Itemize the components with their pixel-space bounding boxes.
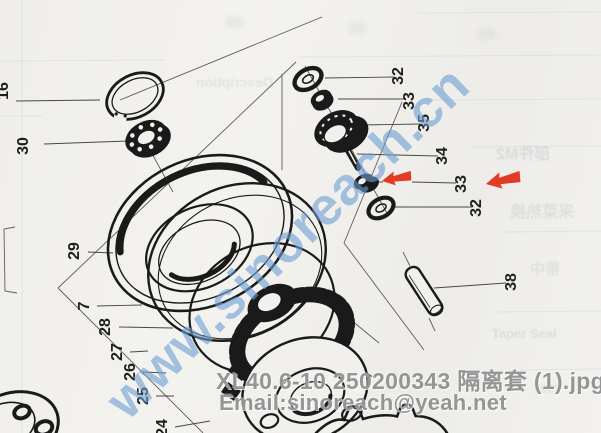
spacer-sleeve-part [353,173,379,193]
caption-email: Email:sinoreach@yeah.net [219,390,507,415]
red-arrow-icon [486,170,521,189]
washer-part [292,65,324,93]
pin-part [404,265,444,317]
caption-filename: XL40.6-10 250200343 隔离套 (1).jpg [216,368,601,394]
shaft-section-part [344,146,361,171]
collar-part [310,89,334,111]
part-label: 38 [503,273,520,291]
part-label: 32 [468,199,485,217]
red-arrow-icon [382,170,412,186]
roller-bearing-part [314,110,369,153]
frame-bracket [3,226,18,294]
bleed-through-text: 1985 [534,382,561,396]
bleed-through-text: Taper Seal [492,326,557,341]
clutch-plate-edge [314,403,449,433]
ball-bearing-part [125,119,171,158]
leader-lines [15,76,507,428]
part-label: 16 [0,82,12,100]
part-label: 30 [15,137,32,155]
seal-ring-part [147,181,327,343]
bleed-through-text: Description [196,74,274,90]
part-label: 34 [434,147,451,165]
bleed-through-smudge [478,28,496,40]
part-label: 29 [66,242,83,260]
bleed-through-smudge [225,16,243,28]
part-label: 35 [416,114,433,132]
part-label: 33 [401,92,418,110]
part-label: 25 [135,387,152,405]
bleed-through-smudge [348,22,366,34]
part-label: 32 [390,67,407,85]
flange-part [0,390,60,433]
bleed-through-text: 采菜热换 [510,204,575,221]
part-label: 28 [97,318,114,336]
washer-part [366,195,396,221]
bleed-through-text: 中蒂 [530,261,561,278]
bleed-through-text: 部件M2 [496,146,551,163]
part-label: 26 [122,363,139,381]
part-label: 33 [453,175,470,193]
snap-ring-part [105,71,165,122]
part-label: 24 [154,419,171,433]
part-label: 7 [76,301,93,310]
part-labels: 16 30 29 7 28 27 26 25 24 32 33 35 34 33… [0,67,520,433]
part-label: 27 [109,343,126,361]
gear-hub-part [221,283,372,433]
